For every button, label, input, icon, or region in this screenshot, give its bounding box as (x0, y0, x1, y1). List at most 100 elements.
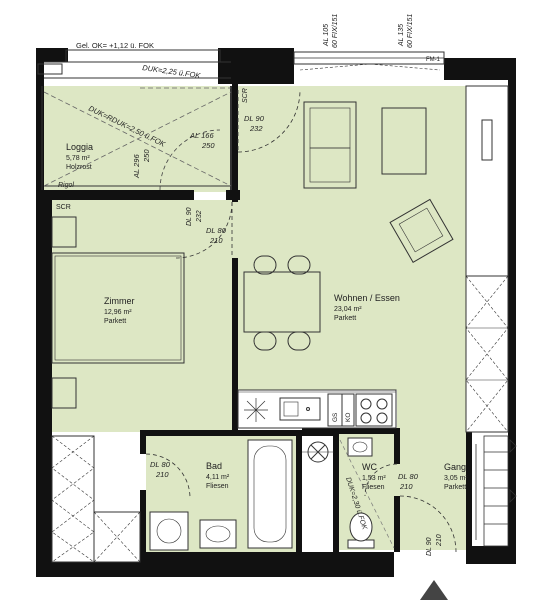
bed (51, 252, 185, 364)
wall-right-upper (508, 80, 516, 275)
window-right (465, 85, 509, 277)
wall-top-left (36, 48, 68, 62)
wall-zimmer-wohnen-lower (232, 258, 238, 436)
wall-left-upper (36, 62, 44, 192)
wohnen-scr: SCR (242, 88, 249, 103)
chair (253, 331, 277, 351)
kitchen (237, 389, 397, 429)
kitchen-counter (237, 389, 397, 429)
kitchen-gs: GS (332, 412, 339, 422)
wardrobe (51, 435, 95, 563)
loggia-al296-h: 250 (142, 149, 151, 163)
wohnen-floor: Parkett (334, 315, 356, 322)
gang-dl90: DL 90 (426, 537, 433, 556)
wall-right-bottom-inner (466, 432, 472, 546)
wall-shaft (302, 428, 338, 436)
fm-label: FM-1 (426, 57, 441, 63)
wc-dl80: DL 80 (398, 472, 419, 481)
chair (287, 255, 311, 275)
window-label-1b: 60 FIX/151 (332, 14, 339, 48)
wohnen-floor (238, 86, 466, 390)
chair (287, 331, 311, 351)
wall-bad-right (296, 430, 302, 552)
loggia (37, 49, 232, 191)
bad-fixtures (145, 439, 293, 551)
loggia-rigol: Rigol (58, 182, 74, 189)
wohnen-dl90-h: 232 (249, 124, 263, 133)
armchair (389, 198, 454, 263)
zimmer-dl80: DL 80 (206, 226, 227, 235)
wall-bottom-mid (140, 552, 394, 577)
zimmer-dl80-h: 210 (209, 236, 223, 245)
bed-inner (54, 255, 182, 361)
wc-name: WC (362, 462, 377, 472)
zimmer-dl90: DL 90 (186, 207, 193, 226)
gang-floor: Parkett (444, 484, 466, 491)
sofa (303, 101, 357, 189)
gang-dl90-h: 210 (436, 534, 443, 547)
gang-name: Gang (444, 462, 466, 472)
wall-top-right (444, 58, 516, 80)
wall-wc-left (333, 428, 339, 552)
loggia-area: 5,78 m² (66, 155, 90, 162)
gang-area: 3,05 m² (444, 475, 468, 482)
zimmer-floor: Parkett (104, 318, 126, 325)
fridge (341, 393, 355, 427)
window-label-2b: 60 FIX/151 (407, 14, 414, 48)
bathroom-sink-icon (199, 519, 237, 549)
kitchen-ko: KO (345, 413, 352, 422)
wall-wc-top (339, 428, 397, 434)
loggia-al166-h: 250 (201, 141, 215, 150)
wall-bottom-right (466, 546, 516, 564)
wall-wc-right (394, 428, 400, 464)
loggia-al296: AL 296 (132, 154, 141, 179)
wall-bad-left-low (140, 490, 146, 560)
coffee-table (381, 107, 427, 175)
bad-name: Bad (206, 461, 222, 471)
bad-door-arc (145, 453, 191, 499)
zimmer-scr: SCR (56, 204, 71, 211)
gang-floor (397, 390, 466, 550)
wall-left-lower (36, 192, 52, 577)
wohnen-door-arc (237, 89, 301, 153)
wall-right-lower (508, 275, 516, 564)
wardrobe-2 (93, 511, 141, 563)
nightstand-top (51, 216, 77, 248)
loggia-railing (65, 49, 221, 63)
walls (36, 48, 516, 577)
wohnen-name: Wohnen / Essen (334, 293, 400, 303)
wc-sink-icon (347, 437, 373, 457)
dining-table (243, 271, 321, 333)
zimmer-floor (52, 200, 238, 432)
zimmer-door-arc (175, 201, 233, 259)
loggia-floor: Holzrost (66, 164, 92, 171)
loggia-al166: AL 166 (189, 131, 214, 140)
bad-dl80-h: 210 (155, 470, 169, 479)
wall-wc-right-low (394, 496, 400, 552)
bathtub (247, 439, 293, 549)
wardrobe-right (465, 275, 509, 433)
loggia-name: Loggia (66, 142, 93, 152)
zimmer-area: 12,96 m² (104, 309, 132, 316)
kitchen-sink-icon (279, 397, 321, 421)
entrance-arrow-icon (420, 580, 448, 600)
wall-loggia-bottom (44, 190, 194, 200)
washing-machine (149, 511, 189, 551)
hob-icon (355, 393, 393, 427)
extractor-icon (244, 398, 268, 422)
wc-floor: Fliesen (362, 484, 385, 491)
zimmer-dl90-h: 232 (196, 210, 203, 223)
wall-bad-top (140, 430, 300, 436)
bad-area: 4,11 m² (206, 474, 230, 481)
tv-unit (481, 119, 493, 161)
wc-fixtures (302, 437, 457, 553)
chair (253, 255, 277, 275)
zimmer-name: Zimmer (104, 296, 135, 306)
bad-dl80: DL 80 (150, 460, 171, 469)
wall-zimmer-wohnen-upper (232, 84, 238, 202)
gel-ok-label: Gel. OK= +1,12 ü. FOK (76, 41, 154, 50)
bad-floor: Fliesen (206, 483, 229, 490)
toilet-icon (349, 512, 373, 542)
gang-door-arc (399, 495, 457, 553)
